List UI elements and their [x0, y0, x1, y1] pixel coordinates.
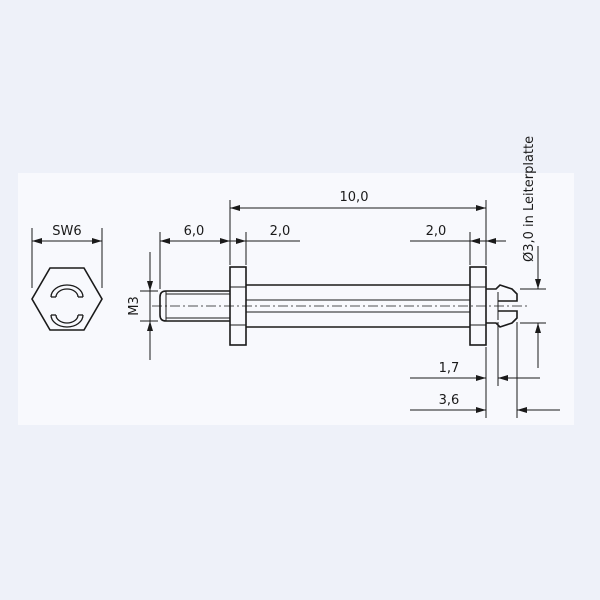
end-view-hexagon [31, 228, 103, 331]
clip-2-label: 3,6 [439, 393, 460, 408]
spacer-body [152, 266, 530, 346]
thread-label: M3 [127, 296, 142, 316]
drawing-sheet [18, 173, 574, 425]
right-collar-label: 2,0 [426, 224, 447, 239]
pcb-hole-label: Ø3,0 in Leiterplatte [522, 136, 537, 262]
wrench-size-label: SW6 [52, 224, 81, 239]
left-collar-label: 2,0 [270, 224, 291, 239]
clip-1-label: 1,7 [439, 361, 460, 376]
overall-length-label: 10,0 [340, 190, 369, 205]
thread-length-label: 6,0 [184, 224, 205, 239]
dimension-lines [140, 200, 560, 418]
